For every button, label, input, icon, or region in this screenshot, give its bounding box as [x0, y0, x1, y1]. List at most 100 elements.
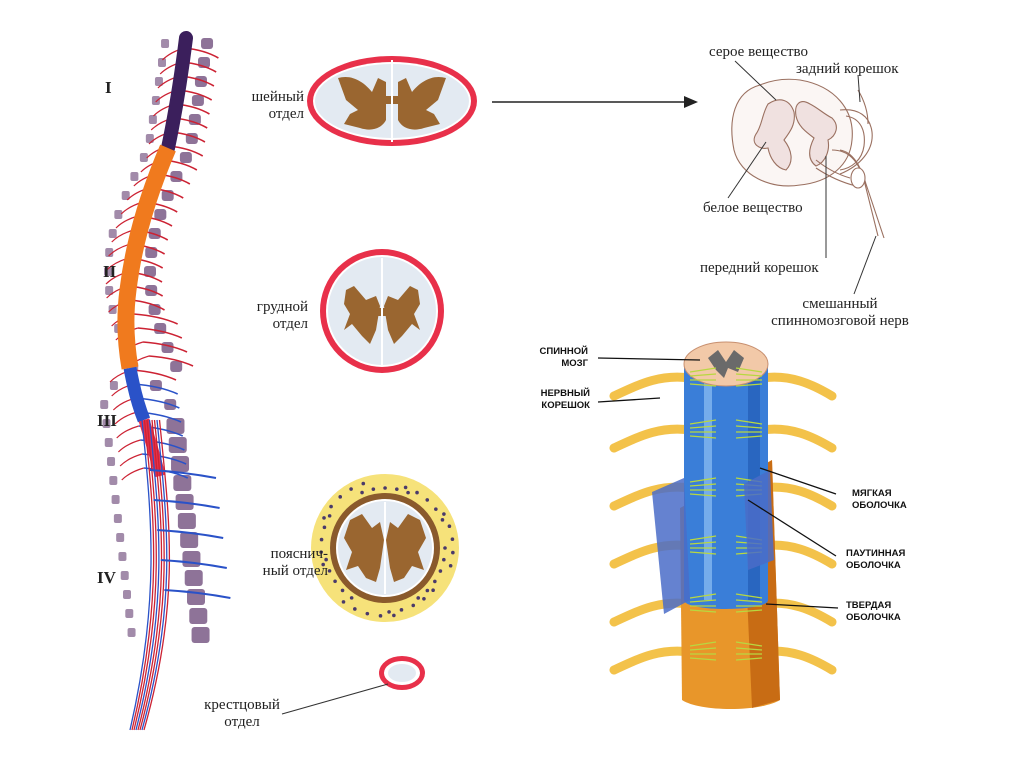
fat-dot: [322, 516, 326, 520]
nerve-root: [757, 424, 837, 453]
rootlet: [689, 425, 717, 429]
rootlet: [735, 435, 763, 439]
rootlet: [689, 599, 717, 603]
meninges-leaders: [597, 357, 839, 609]
vertebra: [113, 514, 122, 523]
rootlet: [689, 551, 717, 555]
vertebra: [104, 267, 113, 276]
rootlet: [689, 535, 717, 541]
lumbar-nerve: [164, 589, 231, 599]
detail-leaders: [727, 60, 877, 295]
vertebra: [170, 361, 183, 372]
spinal-nerve: [114, 411, 138, 425]
fat-dot: [365, 611, 370, 616]
fat-dot: [450, 537, 455, 542]
cauda-fiber: [129, 419, 152, 731]
mixed-nerve-label: смешанный спинномозговой нерв: [758, 296, 922, 330]
pia-mater-line1: МЯГКАЯ: [852, 488, 892, 499]
thoracic-label-line2: отдел: [272, 316, 308, 332]
cervical-label-line1: шейный: [251, 89, 304, 105]
rootlet: [689, 647, 717, 651]
fat-dot: [443, 546, 447, 550]
vertebra: [114, 210, 123, 219]
rootlet: [689, 419, 717, 425]
vertebra: [144, 266, 157, 277]
cervical-label-line2: отдел: [268, 106, 304, 122]
lumbar-nerve: [149, 469, 217, 479]
white-matter-label: белое вещество: [703, 200, 803, 216]
lumbar-segment: [123, 366, 151, 423]
spinal-cord-line2: МОЗГ: [561, 358, 588, 369]
rootlet: [735, 367, 763, 373]
vertebra: [102, 419, 111, 428]
rootlet: [735, 647, 763, 651]
sacral-label-line1: крестцовый: [204, 697, 280, 713]
vertebra: [191, 95, 204, 106]
rootlet: [735, 373, 763, 377]
fat-dot: [338, 495, 343, 499]
nerve-root: [757, 372, 837, 401]
vertebra: [111, 495, 120, 504]
fat-dot: [324, 557, 328, 562]
vertebrae: [100, 38, 214, 643]
vertebra: [100, 400, 109, 409]
rootlet: [689, 483, 717, 487]
vertebra: [118, 552, 127, 561]
fat-dot: [349, 596, 354, 600]
vertebra: [184, 570, 203, 586]
nerve-root: [609, 424, 695, 453]
fat-dot: [442, 557, 446, 562]
fat-dot: [403, 485, 408, 490]
fat-dot: [447, 524, 452, 528]
fat-dot: [361, 481, 366, 486]
dorsal-root-label: задний корешок: [796, 61, 899, 77]
fat-dot: [451, 550, 455, 555]
rootlet: [735, 657, 763, 661]
fat-dot: [442, 512, 446, 516]
fat-dot: [425, 498, 430, 502]
fat-dot: [353, 607, 357, 611]
fat-dot: [329, 504, 333, 509]
spinal-nerve: [121, 467, 144, 481]
sacral-cross-section: [379, 656, 425, 690]
spinal-cord-line1: СПИННОЙ: [539, 346, 588, 357]
cauda-fiber: [139, 419, 165, 731]
fat-dot: [333, 579, 337, 584]
rootlet: [689, 593, 717, 599]
rootlet: [735, 609, 763, 613]
region-label-2: II: [103, 262, 117, 281]
spinal-nerves: [105, 47, 219, 481]
lumbar-nerve: [160, 559, 227, 569]
vertebra: [177, 513, 196, 529]
vertebra: [130, 172, 139, 181]
thoracic-segment: [117, 144, 176, 370]
fat-dot: [431, 588, 435, 593]
vertebra: [125, 609, 134, 618]
rootlet: [689, 541, 717, 545]
rootlet: [735, 593, 763, 599]
fat-dot: [319, 550, 323, 554]
rootlet: [689, 493, 717, 497]
fat-dot: [319, 537, 324, 542]
fat-dot: [440, 518, 445, 522]
vertebra: [173, 475, 192, 491]
rootlet: [689, 657, 717, 661]
vertebra: [120, 571, 129, 580]
sacral-label: крестцовый отдел: [194, 697, 290, 731]
gray-matter-label: серое вещество: [709, 44, 809, 60]
thoracic-label: грудной отдел: [230, 299, 308, 333]
lumbar-label-line2: ный отдел: [262, 563, 328, 579]
fat-dot: [399, 608, 404, 612]
fat-dot: [411, 603, 416, 608]
fat-dot: [383, 486, 387, 490]
vertebra: [108, 229, 117, 238]
cauda-fiber: [137, 419, 163, 731]
fat-dot: [340, 588, 345, 593]
fat-dot: [360, 490, 364, 495]
spinal-nerve: [148, 355, 194, 367]
fat-dot: [321, 562, 325, 567]
cauda-fiber: [133, 419, 157, 731]
vertebra: [105, 248, 114, 257]
rootlet: [689, 367, 717, 373]
